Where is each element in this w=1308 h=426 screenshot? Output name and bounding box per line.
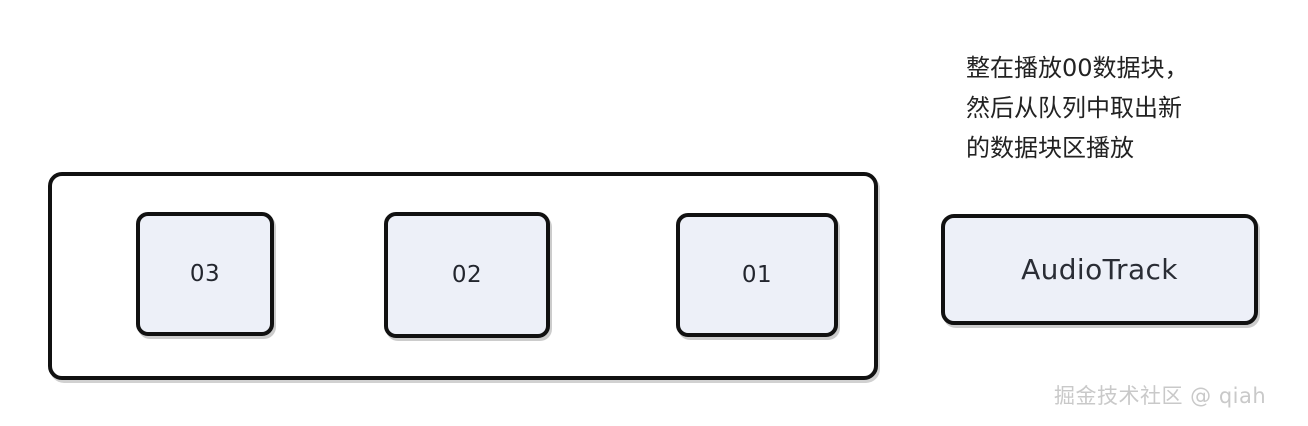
data-block-queue-container: 03 02 01 — [48, 172, 878, 380]
annotation-line-3: 的数据块区播放 — [966, 134, 1134, 162]
annotation-line-1: 整在播放00数据块， — [966, 54, 1189, 82]
annotation-line-2: 然后从队列中取出新 — [966, 94, 1182, 122]
annotation-text: 整在播放00数据块， 然后从队列中取出新 的数据块区播放 — [966, 48, 1266, 168]
data-block-03[interactable]: 03 — [136, 212, 274, 336]
watermark: 掘金技术社区 @ qiah — [1054, 384, 1267, 408]
data-block-02[interactable]: 02 — [384, 212, 550, 338]
data-block-03-label: 03 — [189, 260, 221, 287]
audiotrack-label: AudioTrack — [1021, 252, 1178, 286]
data-block-02-label: 02 — [451, 261, 483, 288]
data-block-01[interactable]: 01 — [676, 213, 838, 337]
audiotrack-box[interactable]: AudioTrack — [941, 214, 1258, 325]
data-block-01-label: 01 — [741, 261, 773, 288]
